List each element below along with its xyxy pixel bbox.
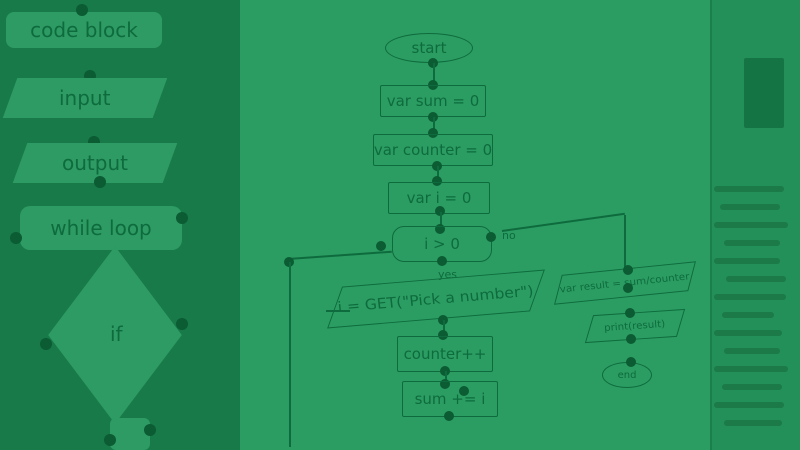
connector-dot[interactable] xyxy=(626,334,636,344)
flow-line xyxy=(501,212,625,232)
connector-dot[interactable] xyxy=(437,256,447,266)
fc-counter-inc-label: counter++ xyxy=(403,345,487,363)
palette-while-loop[interactable]: while loop xyxy=(20,206,182,250)
connector-dot[interactable] xyxy=(438,330,448,340)
palette-input-label: input xyxy=(59,86,111,110)
fc-condition-label: i > 0 xyxy=(424,235,460,253)
palette-extra-block[interactable] xyxy=(110,418,150,450)
connector-dot[interactable] xyxy=(40,338,52,350)
connector-dot[interactable] xyxy=(435,224,445,234)
code-line xyxy=(724,420,782,426)
code-line xyxy=(722,384,782,390)
connector-dot[interactable] xyxy=(376,241,386,251)
code-line xyxy=(714,222,788,228)
code-line xyxy=(714,186,784,192)
connector-dot[interactable] xyxy=(444,411,454,421)
fc-yes-label: yes xyxy=(438,268,458,281)
flow-line xyxy=(433,63,435,85)
fc-sum-add-label: sum += i xyxy=(414,390,486,408)
fc-no-label: no xyxy=(502,229,516,242)
code-line xyxy=(714,258,780,264)
code-line xyxy=(714,402,784,408)
connector-dot[interactable] xyxy=(623,265,633,275)
connector-dot[interactable] xyxy=(435,206,445,216)
palette-code-block[interactable]: code block xyxy=(6,12,162,48)
code-line xyxy=(714,330,782,336)
connector-dot[interactable] xyxy=(94,176,106,188)
code-line xyxy=(714,294,786,300)
flow-line xyxy=(445,371,447,385)
palette-code-block-label: code block xyxy=(30,18,138,42)
code-line xyxy=(724,348,780,354)
flow-line xyxy=(433,117,435,135)
preview-thumbnail xyxy=(744,58,784,128)
palette-output-label: output xyxy=(62,151,128,175)
block-palette: code block input output while loop if xyxy=(0,0,240,450)
fc-i-init-label: var i = 0 xyxy=(406,189,472,207)
connector-dot[interactable] xyxy=(486,232,496,242)
flow-line xyxy=(287,250,392,260)
connector-dot[interactable] xyxy=(623,283,633,293)
fc-start-label: start xyxy=(411,39,447,57)
connector-dot[interactable] xyxy=(459,386,469,396)
palette-while-loop-label: while loop xyxy=(50,216,152,240)
flow-line xyxy=(624,215,626,270)
flowchart-canvas[interactable]: start var sum = 0 var counter = 0 var i … xyxy=(240,0,710,450)
fc-get-input[interactable]: i = GET("Pick a number") xyxy=(327,269,545,329)
flow-arrow xyxy=(326,310,350,312)
connector-dot[interactable] xyxy=(104,434,116,446)
fc-counter-init-label: var counter = 0 xyxy=(373,141,493,159)
code-line xyxy=(726,276,786,282)
flow-line xyxy=(289,262,291,447)
connector-dot[interactable] xyxy=(432,176,442,186)
fc-end-label: end xyxy=(617,369,637,381)
palette-input[interactable]: input xyxy=(2,78,168,118)
code-line xyxy=(714,366,788,372)
code-line xyxy=(720,204,780,210)
flow-line xyxy=(440,212,442,230)
flow-line xyxy=(437,166,439,182)
fc-print-label: print(result) xyxy=(604,318,666,334)
fc-get-input-label: i = GET("Pick a number") xyxy=(337,282,535,316)
code-line xyxy=(722,312,774,318)
connector-dot[interactable] xyxy=(625,308,635,318)
code-line xyxy=(724,240,780,246)
connector-dot[interactable] xyxy=(10,232,22,244)
connector-dot[interactable] xyxy=(626,357,636,367)
connector-dot[interactable] xyxy=(440,379,450,389)
connector-dot[interactable] xyxy=(176,212,188,224)
connector-dot[interactable] xyxy=(144,424,156,436)
connector-dot[interactable] xyxy=(176,318,188,330)
fc-sum-init-label: var sum = 0 xyxy=(386,92,480,110)
flow-line xyxy=(443,320,445,336)
palette-if-label: if xyxy=(110,322,123,346)
connector-dot[interactable] xyxy=(428,128,438,138)
connector-dot[interactable] xyxy=(76,4,88,16)
